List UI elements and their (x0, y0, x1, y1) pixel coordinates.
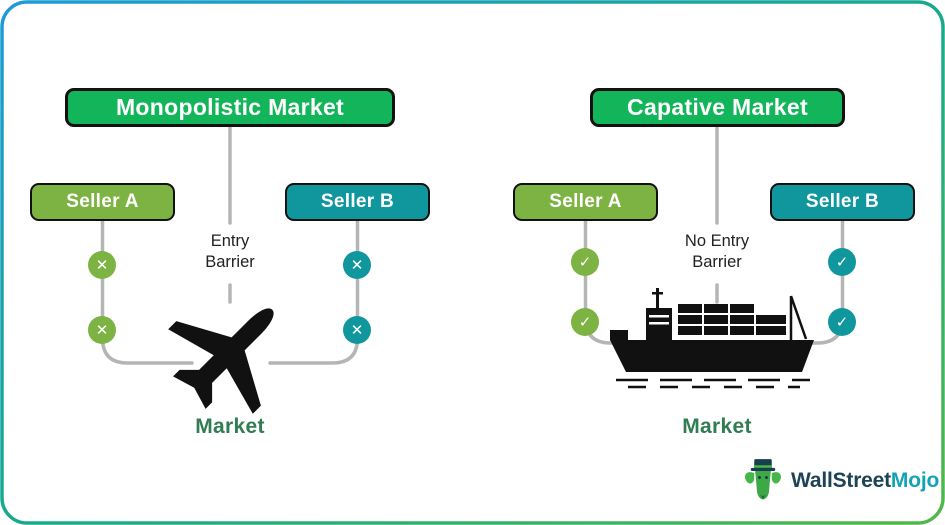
title-captive-market: Capative Market (590, 88, 845, 127)
check-icon: ✓ (571, 308, 599, 336)
airplane-icon (168, 308, 274, 414)
captive-seller-a-box: Seller A (513, 183, 658, 221)
market-label-right: Market (682, 415, 752, 438)
captive-seller-b-label: Seller B (805, 191, 880, 212)
captive-seller-a-label: Seller A (549, 191, 622, 212)
logo-text-secondary: Mojo (890, 469, 940, 492)
entry-barrier-label: Entry Barrier (205, 232, 255, 271)
cross-icon: ✕ (88, 251, 116, 279)
logo-text-primary: WallStreet (791, 469, 891, 492)
monopolistic-seller-b-label: Seller B (320, 191, 395, 212)
title-monopolistic-market: Monopolistic Market (65, 88, 395, 127)
captive-seller-b-box: Seller B (770, 183, 915, 221)
title-monopolistic-label: Monopolistic Market (115, 94, 345, 120)
market-label-left: Market (195, 415, 265, 438)
cargo-ship-icon (610, 288, 814, 389)
cross-icon: ✕ (343, 316, 371, 344)
monopolistic-seller-a-box: Seller A (30, 183, 175, 221)
monopolistic-seller-b-box: Seller B (285, 183, 430, 221)
check-icon: ✓ (828, 248, 856, 276)
wallstreetmojo-bull-icon (745, 459, 781, 500)
title-captive-label: Capative Market (627, 94, 808, 120)
cross-icon: ✕ (343, 251, 371, 279)
check-icon: ✓ (828, 308, 856, 336)
wallstreetmojo-wordmark: WallStreetMojo (791, 469, 939, 493)
cross-icon: ✕ (88, 316, 116, 344)
no-entry-barrier-label: No Entry Barrier (684, 232, 750, 271)
monopolistic-seller-a-label: Seller A (66, 191, 139, 212)
wallstreetmojo-logo: WallStreetMojo (742, 458, 939, 504)
check-icon: ✓ (571, 248, 599, 276)
